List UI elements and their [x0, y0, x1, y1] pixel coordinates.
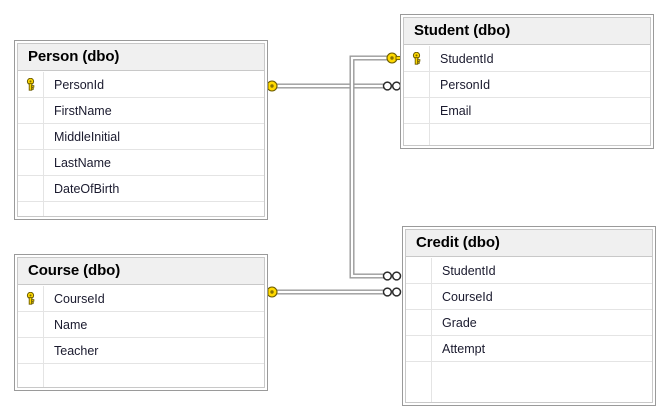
entity-title[interactable]: Student (dbo)	[404, 18, 650, 45]
column-row[interactable]: PersonId	[404, 72, 650, 98]
column-key-gutter	[18, 124, 44, 149]
entity-title[interactable]: Credit (dbo)	[406, 230, 652, 257]
column-name: LastName	[54, 155, 111, 170]
column-name: StudentId	[442, 263, 496, 278]
column-name: DateOfBirth	[54, 181, 120, 196]
primary-key-icon	[26, 292, 35, 305]
column-row-empty[interactable]	[18, 364, 264, 387]
column-row[interactable]: PersonId	[18, 72, 264, 98]
column-name: Grade	[442, 315, 477, 330]
column-key-gutter	[18, 364, 44, 387]
column-key-gutter	[18, 202, 44, 216]
column-row[interactable]: MiddleInitial	[18, 124, 264, 150]
relationship-student-credit[interactable]	[349, 52, 407, 281]
column-row-empty[interactable]	[406, 362, 652, 402]
column-row[interactable]: Grade	[406, 310, 652, 336]
column-row[interactable]: StudentId	[406, 258, 652, 284]
column-name: StudentId	[440, 51, 494, 66]
column-name: Attempt	[442, 341, 486, 356]
column-key-gutter	[18, 338, 44, 363]
column-key-gutter	[18, 312, 44, 337]
column-key-gutter	[18, 286, 44, 311]
column-key-gutter	[406, 258, 432, 283]
column-name: CourseId	[442, 289, 493, 304]
column-name: Email	[440, 103, 472, 118]
column-name: Teacher	[54, 343, 99, 358]
column-name: FirstName	[54, 103, 112, 118]
column-name: CourseId	[54, 291, 105, 306]
column-row[interactable]: Teacher	[18, 338, 264, 364]
column-name: Name	[54, 317, 88, 332]
column-row-empty[interactable]	[404, 124, 650, 145]
column-key-gutter	[18, 72, 44, 97]
column-row[interactable]: Email	[404, 98, 650, 124]
column-key-gutter	[404, 72, 430, 97]
column-key-gutter	[404, 124, 430, 145]
column-row[interactable]: StudentId	[404, 46, 650, 72]
infinity-icon	[382, 287, 402, 297]
column-key-gutter	[406, 310, 432, 335]
entity-title[interactable]: Course (dbo)	[18, 258, 264, 285]
column-name: PersonId	[54, 77, 105, 92]
column-row[interactable]: FirstName	[18, 98, 264, 124]
column-key-gutter	[18, 150, 44, 175]
column-key-gutter	[406, 284, 432, 309]
column-row[interactable]: Attempt	[406, 336, 652, 362]
column-key-gutter	[404, 46, 430, 71]
column-name: MiddleInitial	[54, 129, 121, 144]
column-row[interactable]: DateOfBirth	[18, 176, 264, 202]
column-key-gutter	[18, 176, 44, 201]
relationship-person-student[interactable]	[257, 80, 402, 92]
column-key-gutter	[406, 336, 432, 361]
column-row[interactable]: Name	[18, 312, 264, 338]
column-row[interactable]: LastName	[18, 150, 264, 176]
entity-title[interactable]: Person (dbo)	[18, 44, 264, 71]
column-name: PersonId	[440, 77, 491, 92]
primary-key-icon	[412, 52, 421, 65]
column-key-gutter	[404, 98, 430, 123]
infinity-icon	[382, 271, 402, 281]
column-row-empty[interactable]	[18, 202, 264, 216]
column-row[interactable]: CourseId	[406, 284, 652, 310]
primary-key-icon	[26, 78, 35, 91]
column-key-gutter	[18, 98, 44, 123]
relationship-course-credit[interactable]	[257, 286, 402, 298]
column-row[interactable]: CourseId	[18, 286, 264, 312]
infinity-icon	[382, 81, 402, 91]
column-key-gutter	[406, 362, 432, 402]
